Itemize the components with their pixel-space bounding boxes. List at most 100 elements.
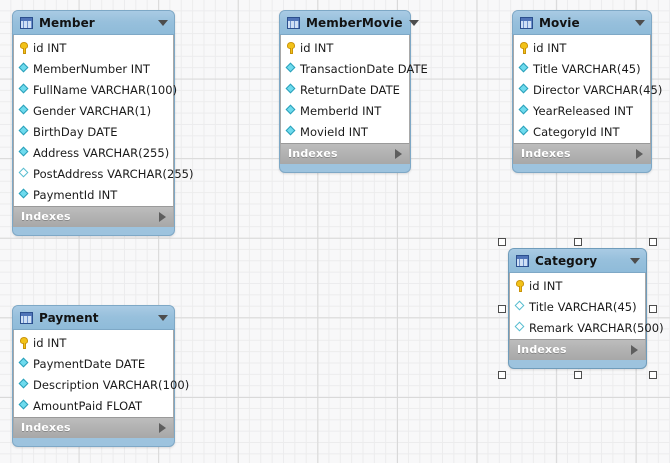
- indexes-section[interactable]: Indexes: [13, 417, 174, 438]
- column-label: Description VARCHAR(100): [33, 377, 190, 392]
- resize-handle-tr[interactable]: [649, 238, 657, 246]
- chevron-down-icon[interactable]: [630, 257, 640, 264]
- column-row[interactable]: id INT: [14, 37, 173, 58]
- table-node-payment[interactable]: Payment id INT PaymentDate DATE Description…: [12, 305, 189, 447]
- resize-handle-tl[interactable]: [498, 238, 506, 246]
- diamond-icon: [286, 63, 297, 74]
- column-row[interactable]: FullName VARCHAR(100): [14, 79, 177, 100]
- resize-handle-tc[interactable]: [573, 238, 582, 246]
- column-label: PaymentId INT: [33, 187, 118, 202]
- key-icon: [515, 279, 526, 292]
- column-row[interactable]: Title VARCHAR(45): [514, 58, 650, 79]
- column-row[interactable]: BirthDay DATE: [14, 121, 173, 142]
- diamond-icon: [519, 63, 530, 74]
- column-label: PostAddress VARCHAR(255): [33, 166, 194, 181]
- column-row[interactable]: TransactionDate DATE: [281, 58, 428, 79]
- diamond-icon: [286, 105, 297, 116]
- indexes-label: Indexes: [517, 343, 567, 356]
- table-icon: [516, 254, 529, 267]
- table-header[interactable]: Category: [509, 249, 646, 273]
- diamond-icon: [19, 358, 30, 369]
- diamond-hollow-icon: [515, 322, 526, 333]
- resize-handle-bl[interactable]: [498, 371, 506, 379]
- chevron-down-icon[interactable]: [408, 19, 419, 26]
- column-row[interactable]: ReturnDate DATE: [281, 79, 409, 100]
- column-row[interactable]: MemberId INT: [281, 100, 409, 121]
- table-title: Member: [39, 15, 95, 30]
- diamond-icon: [19, 147, 30, 158]
- column-row[interactable]: Director VARCHAR(45): [514, 79, 662, 100]
- chevron-down-icon[interactable]: [158, 314, 168, 321]
- column-row[interactable]: PaymentDate DATE: [14, 353, 173, 374]
- chevron-down-icon[interactable]: [635, 19, 645, 26]
- indexes-section[interactable]: Indexes: [509, 339, 646, 360]
- table-header[interactable]: Payment: [13, 306, 174, 330]
- column-label: Director VARCHAR(45): [533, 82, 663, 97]
- resize-handle-mr[interactable]: [649, 304, 657, 313]
- column-row[interactable]: Address VARCHAR(255): [14, 142, 173, 163]
- diamond-icon: [286, 84, 297, 95]
- column-label: MemberNumber INT: [33, 61, 150, 76]
- diamond-icon: [519, 126, 530, 137]
- column-label: BirthDay DATE: [33, 124, 118, 139]
- column-row[interactable]: id INT: [281, 37, 409, 58]
- column-label: Title VARCHAR(45): [529, 299, 637, 314]
- column-row[interactable]: YearReleased INT: [514, 100, 650, 121]
- triangle-right-icon[interactable]: [159, 211, 166, 222]
- table-node-category[interactable]: Category id INT Title VARCHAR(45) Remark VA…: [498, 238, 664, 379]
- column-label: id INT: [33, 335, 67, 350]
- column-row[interactable]: PaymentId INT: [14, 184, 173, 205]
- table-title: MemberMovie: [306, 15, 403, 30]
- table-header[interactable]: Movie: [513, 11, 651, 35]
- column-row[interactable]: id INT: [510, 275, 645, 296]
- table-header[interactable]: Member: [13, 11, 174, 35]
- chevron-down-icon[interactable]: [158, 19, 168, 26]
- column-label: id INT: [300, 40, 334, 55]
- triangle-right-icon[interactable]: [159, 422, 166, 433]
- column-label: Address VARCHAR(255): [33, 145, 170, 160]
- triangle-right-icon[interactable]: [636, 148, 643, 159]
- column-row[interactable]: id INT: [14, 332, 173, 353]
- indexes-section[interactable]: Indexes: [13, 206, 174, 227]
- table-node-movie[interactable]: Movie id INT Title VARCHAR(45) Director VAR…: [512, 10, 662, 173]
- column-label: MovieId INT: [300, 124, 368, 139]
- table-icon: [20, 311, 33, 324]
- indexes-label: Indexes: [21, 421, 71, 434]
- column-label: AmountPaid FLOAT: [33, 398, 143, 413]
- indexes-label: Indexes: [521, 147, 571, 160]
- column-row[interactable]: Gender VARCHAR(1): [14, 100, 173, 121]
- column-row[interactable]: id INT: [514, 37, 650, 58]
- resize-handle-bc[interactable]: [573, 371, 582, 379]
- triangle-right-icon[interactable]: [395, 148, 402, 159]
- indexes-label: Indexes: [288, 147, 338, 160]
- indexes-section[interactable]: Indexes: [280, 143, 410, 164]
- table-node-member[interactable]: Member id INT MemberNumber INT FullName VAR…: [12, 10, 194, 236]
- column-label: Title VARCHAR(45): [533, 61, 641, 76]
- diamond-icon: [19, 84, 30, 95]
- column-row[interactable]: CategoryId INT: [514, 121, 650, 142]
- table-title: Category: [535, 253, 598, 268]
- column-row[interactable]: Remark VARCHAR(500): [510, 317, 664, 338]
- table-header[interactable]: MemberMovie: [280, 11, 419, 35]
- resize-handle-br[interactable]: [649, 371, 657, 379]
- diamond-icon: [19, 126, 30, 137]
- column-row[interactable]: MovieId INT: [281, 121, 409, 142]
- column-row[interactable]: PostAddress VARCHAR(255): [14, 163, 194, 184]
- column-row[interactable]: AmountPaid FLOAT: [14, 395, 173, 416]
- diamond-hollow-icon: [515, 301, 526, 312]
- column-row[interactable]: Title VARCHAR(45): [510, 296, 645, 317]
- column-row[interactable]: MemberNumber INT: [14, 58, 173, 79]
- triangle-right-icon[interactable]: [631, 344, 638, 355]
- diamond-icon: [19, 189, 30, 200]
- indexes-section[interactable]: Indexes: [513, 143, 651, 164]
- column-row[interactable]: Description VARCHAR(100): [14, 374, 189, 395]
- resize-handle-ml[interactable]: [498, 304, 506, 313]
- column-label: Gender VARCHAR(1): [33, 103, 152, 118]
- column-list: id INT PaymentDate DATE Description VARCHA…: [13, 330, 189, 417]
- table-icon: [20, 16, 33, 29]
- column-list: id INT MemberNumber INT FullName VARCHAR(1…: [13, 35, 194, 206]
- diamond-icon: [519, 84, 530, 95]
- column-label: id INT: [533, 40, 567, 55]
